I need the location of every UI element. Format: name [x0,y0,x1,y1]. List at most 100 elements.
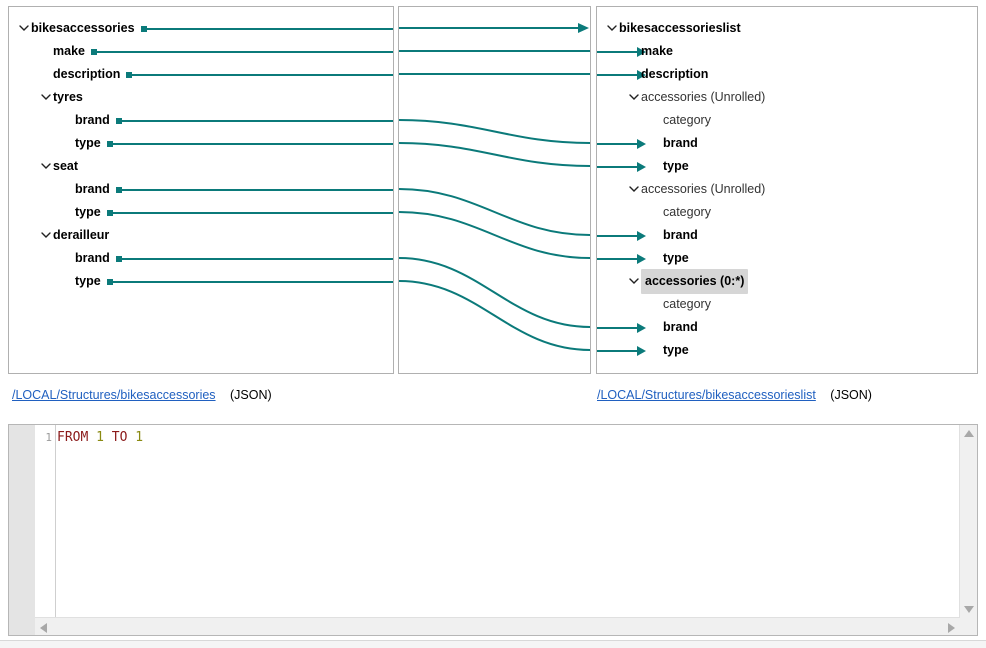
tree-spacer [649,316,663,339]
target-node-label: bikesaccessorieslist [619,21,741,35]
source-node-label: brand [75,251,110,265]
target-document-link[interactable]: /LOCAL/Structures/bikesaccessorieslist [597,388,816,402]
tree-spacer [39,40,53,63]
source-tree-row[interactable]: seat [9,155,393,178]
target-node-label: type [663,251,689,265]
scroll-up-icon[interactable] [964,430,974,437]
tree-spacer [649,109,663,132]
target-tree-row[interactable]: accessories (0:*) [597,269,977,294]
chevron-down-icon[interactable] [605,17,619,40]
target-tree-row[interactable]: type [597,247,977,270]
source-tree-row[interactable]: derailleur [9,224,393,247]
source-structure-panel[interactable]: bikesaccessories make description tyres bran… [8,6,394,374]
tree-spacer [627,63,641,86]
target-node-label: brand [663,136,698,150]
target-tree-row[interactable]: bikesaccessorieslist [597,17,977,40]
target-node-label: make [641,44,673,58]
chevron-down-icon[interactable] [39,86,53,109]
target-tree-row[interactable]: category [597,201,977,224]
editor-vertical-scrollbar[interactable] [959,425,977,618]
source-node-label: brand [75,182,110,196]
target-node-label: brand [663,320,698,334]
source-tree-row[interactable]: type [9,201,393,224]
mapping-connection-line[interactable] [399,143,590,166]
source-node-label: derailleur [53,228,110,242]
target-tree-row[interactable]: accessories (Unrolled) [597,178,977,201]
code-token-keyword: TO [111,430,128,445]
code-token-plain [104,430,112,445]
target-tree-row[interactable]: brand [597,316,977,339]
editor-code-area[interactable]: FROM 1 TO 1 [57,429,959,617]
target-tree-row[interactable]: accessories (Unrolled) [597,86,977,109]
mapping-connector-panel[interactable] [398,6,591,374]
tree-spacer [649,247,663,270]
source-document-row: /LOCAL/Structures/bikesaccessories (JSON… [12,386,272,410]
source-node-label: description [53,67,121,81]
chevron-down-icon[interactable] [39,224,53,247]
tree-spacer [61,132,75,155]
editor-code-line[interactable]: FROM 1 TO 1 [57,429,959,447]
mapping-connection-line[interactable] [399,189,590,235]
editor-horizontal-scrollbar[interactable] [35,617,960,635]
target-node-label: brand [663,228,698,242]
chevron-down-icon[interactable] [627,270,641,293]
target-node-label: category [663,113,711,127]
target-node-label: accessories (Unrolled) [641,90,766,104]
mapping-expression-editor[interactable]: 1 FROM 1 TO 1 [8,424,978,636]
source-tree-row[interactable]: make [9,40,393,63]
tree-spacer [649,339,663,362]
source-node-label: type [75,205,101,219]
target-tree-row[interactable]: category [597,293,977,316]
target-tree-row[interactable]: category [597,109,977,132]
mapping-connection-line[interactable] [399,281,590,350]
chevron-down-icon[interactable] [39,155,53,178]
editor-gutter [9,425,36,635]
target-tree-row[interactable]: make [597,40,977,63]
scroll-right-icon[interactable] [948,623,955,633]
code-token-keyword: FROM [57,430,89,445]
mapping-connection-line[interactable] [399,258,590,327]
source-tree-row[interactable]: type [9,132,393,155]
chevron-down-icon[interactable] [627,86,641,109]
source-node-label: make [53,44,85,58]
tree-spacer [649,132,663,155]
source-node-label: type [75,274,101,288]
target-tree-row[interactable]: type [597,339,977,362]
target-tree-row[interactable]: brand [597,132,977,155]
mapping-connection-line[interactable] [399,120,590,143]
target-tree-row[interactable]: brand [597,224,977,247]
source-tree-row[interactable]: type [9,270,393,293]
target-document-row: /LOCAL/Structures/bikesaccessorieslist (… [597,386,872,410]
target-node-label: type [663,343,689,357]
target-tree-row[interactable]: description [597,63,977,86]
source-tree-row[interactable]: brand [9,178,393,201]
tree-spacer [649,155,663,178]
source-tree-row[interactable]: brand [9,247,393,270]
source-tree-row[interactable]: description [9,63,393,86]
code-token-number: 1 [135,430,144,445]
source-node-label: brand [75,113,110,127]
source-tree-row[interactable]: tyres [9,86,393,109]
tree-spacer [61,247,75,270]
tree-spacer [61,109,75,132]
scroll-down-icon[interactable] [964,606,974,613]
chevron-down-icon[interactable] [627,178,641,201]
tree-spacer [61,201,75,224]
target-structure-panel[interactable]: bikesaccessorieslist make description acces… [596,6,978,374]
source-tree-row[interactable]: bikesaccessories [9,17,393,40]
target-tree[interactable]: bikesaccessorieslist make description acces… [597,7,977,373]
line-number: 1 [45,431,52,444]
target-tree-row[interactable]: type [597,155,977,178]
scroll-left-icon[interactable] [40,623,47,633]
mapping-connection-line[interactable] [399,212,590,258]
tree-spacer [649,293,663,316]
target-node-label-selected: accessories (0:*) [641,269,749,294]
chevron-down-icon[interactable] [17,17,31,40]
arrow-head-icon [578,23,589,33]
tree-spacer [39,63,53,86]
source-tree-row[interactable]: brand [9,109,393,132]
target-node-label: description [641,67,709,81]
source-document-kind: (JSON) [230,388,272,402]
source-tree[interactable]: bikesaccessories make description tyres bran… [9,7,393,373]
source-document-link[interactable]: /LOCAL/Structures/bikesaccessories [12,388,216,402]
